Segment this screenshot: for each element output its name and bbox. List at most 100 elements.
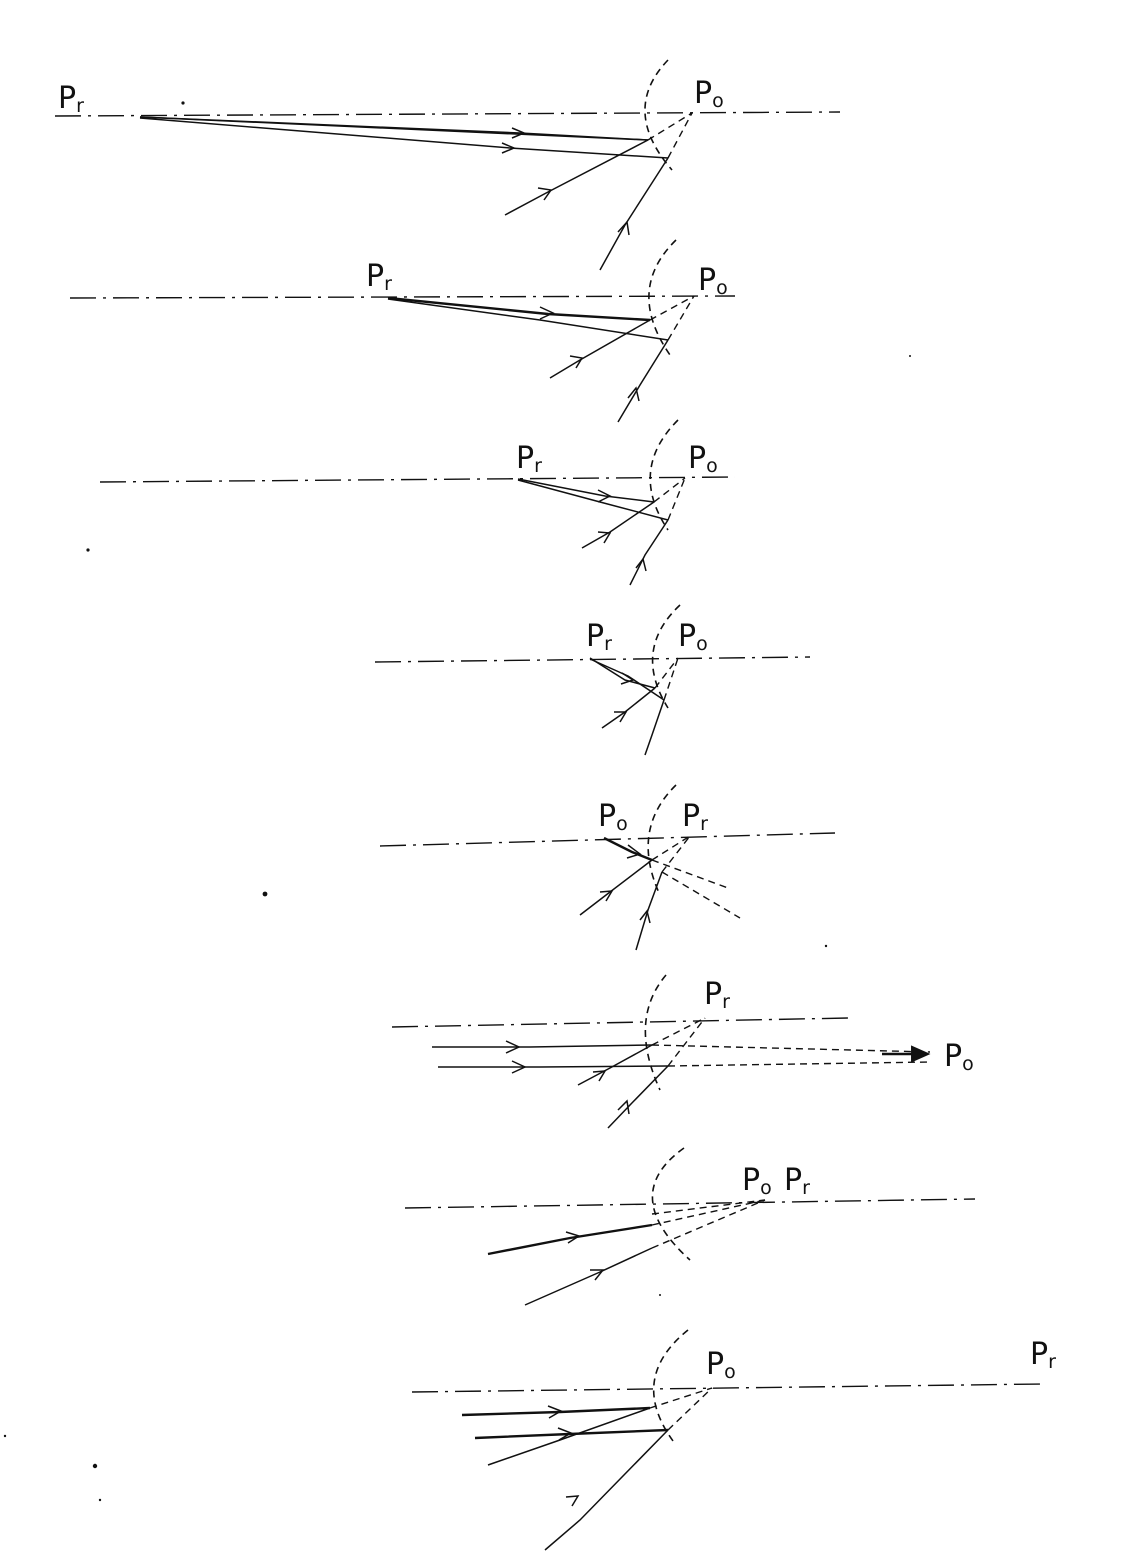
refracting-surface — [647, 784, 677, 896]
virtual-ray — [667, 1017, 706, 1067]
virtual-ray — [651, 1199, 766, 1226]
ray — [504, 139, 649, 216]
label-pr: Pr — [682, 799, 708, 835]
panel-4: Pr Po — [374, 604, 811, 756]
label-po: Po — [944, 1039, 974, 1075]
virtual-ray — [651, 1199, 766, 1249]
ray — [524, 1247, 653, 1306]
arrow-head — [537, 187, 553, 201]
label-po: Po — [678, 619, 708, 655]
arrow-head — [635, 557, 647, 572]
virtual-ray — [667, 112, 693, 159]
ray — [517, 479, 669, 521]
label-pr: Pr — [366, 259, 392, 295]
label-po: Po — [698, 263, 728, 299]
refracting-surface — [651, 1147, 691, 1261]
arrow-head — [617, 220, 630, 236]
ray — [139, 116, 649, 141]
arrow-head — [565, 1495, 580, 1507]
virtual-ray — [651, 835, 691, 861]
arrow-head — [505, 1040, 521, 1054]
arrow-head — [501, 142, 516, 154]
ray — [617, 339, 669, 423]
ray — [432, 1044, 653, 1048]
refracting-surface — [651, 604, 681, 709]
refracting-surface — [644, 59, 673, 171]
label-po: Po — [742, 1163, 772, 1199]
arrow-head — [620, 672, 635, 685]
ray — [607, 1065, 669, 1129]
arrow-head — [617, 1099, 630, 1115]
refracting-surface — [648, 239, 677, 356]
arrow-head — [592, 1070, 607, 1082]
ray — [579, 859, 653, 916]
arrow-head — [614, 711, 628, 723]
virtual-ray — [661, 835, 691, 873]
optical-axis — [69, 295, 736, 299]
virtual-ray — [651, 859, 729, 889]
arrow-head — [627, 386, 640, 402]
optical-axis — [54, 111, 841, 117]
virtual-ray — [654, 657, 679, 689]
ray — [474, 1428, 669, 1440]
virtual-ray — [667, 1387, 713, 1431]
virtual-ray — [663, 657, 679, 701]
ray — [635, 871, 663, 951]
virtual-ray — [647, 112, 693, 141]
ray — [644, 699, 665, 756]
label-po: Po — [688, 441, 718, 477]
arrow-head — [626, 844, 642, 859]
ray — [589, 657, 656, 689]
optical-axis — [404, 1198, 976, 1209]
ray — [438, 1065, 669, 1068]
ray — [517, 478, 655, 503]
virtual-ray — [651, 1199, 766, 1215]
arrow-head — [547, 1405, 563, 1419]
virtual-ray — [653, 477, 686, 503]
arrow-head — [597, 531, 612, 544]
arrow-head — [511, 127, 526, 139]
arrow-head — [557, 1427, 573, 1441]
arrow-head — [539, 306, 555, 320]
virtual-ray — [661, 871, 741, 919]
optical-axis — [411, 1383, 1043, 1393]
ray — [599, 157, 669, 271]
arrow-head — [639, 909, 651, 924]
ray — [603, 836, 653, 862]
virtual-ray — [651, 1044, 931, 1053]
arrow-head — [590, 1269, 605, 1281]
scan-specks — [3, 101, 911, 1502]
ray — [581, 501, 655, 549]
ray — [139, 117, 669, 159]
arrow-head — [569, 355, 584, 369]
ray — [577, 1044, 653, 1086]
label-po: Po — [706, 1347, 736, 1383]
label-pr: Pr — [1030, 1337, 1056, 1373]
ray — [544, 1429, 669, 1551]
label-pr: Pr — [516, 441, 542, 477]
label-po: Po — [598, 799, 628, 835]
virtual-ray — [649, 295, 695, 321]
panel-7: Po Pr — [404, 1147, 976, 1306]
panel-1: Pr Po — [54, 59, 841, 271]
virtual-ray — [651, 1017, 706, 1046]
optical-axis — [99, 476, 736, 483]
virtual-ray — [667, 295, 695, 341]
arrow-head — [511, 1060, 527, 1074]
label-pr: Pr — [784, 1163, 810, 1199]
ray — [601, 687, 656, 729]
virtual-ray — [667, 1061, 931, 1067]
panel-6: Pr Po — [391, 974, 974, 1129]
arrow-head — [597, 489, 612, 503]
panel-2: Pr Po — [69, 239, 736, 423]
arrow-head — [565, 1231, 581, 1244]
refracting-surface — [644, 974, 667, 1091]
ray — [629, 519, 669, 586]
virtual-ray — [649, 1387, 713, 1409]
virtual-ray — [667, 477, 686, 521]
label-pr: Pr — [58, 81, 84, 117]
panel-8: Po Pr — [411, 1329, 1056, 1551]
label-pr: Pr — [586, 619, 612, 655]
optical-axis — [391, 1017, 849, 1028]
